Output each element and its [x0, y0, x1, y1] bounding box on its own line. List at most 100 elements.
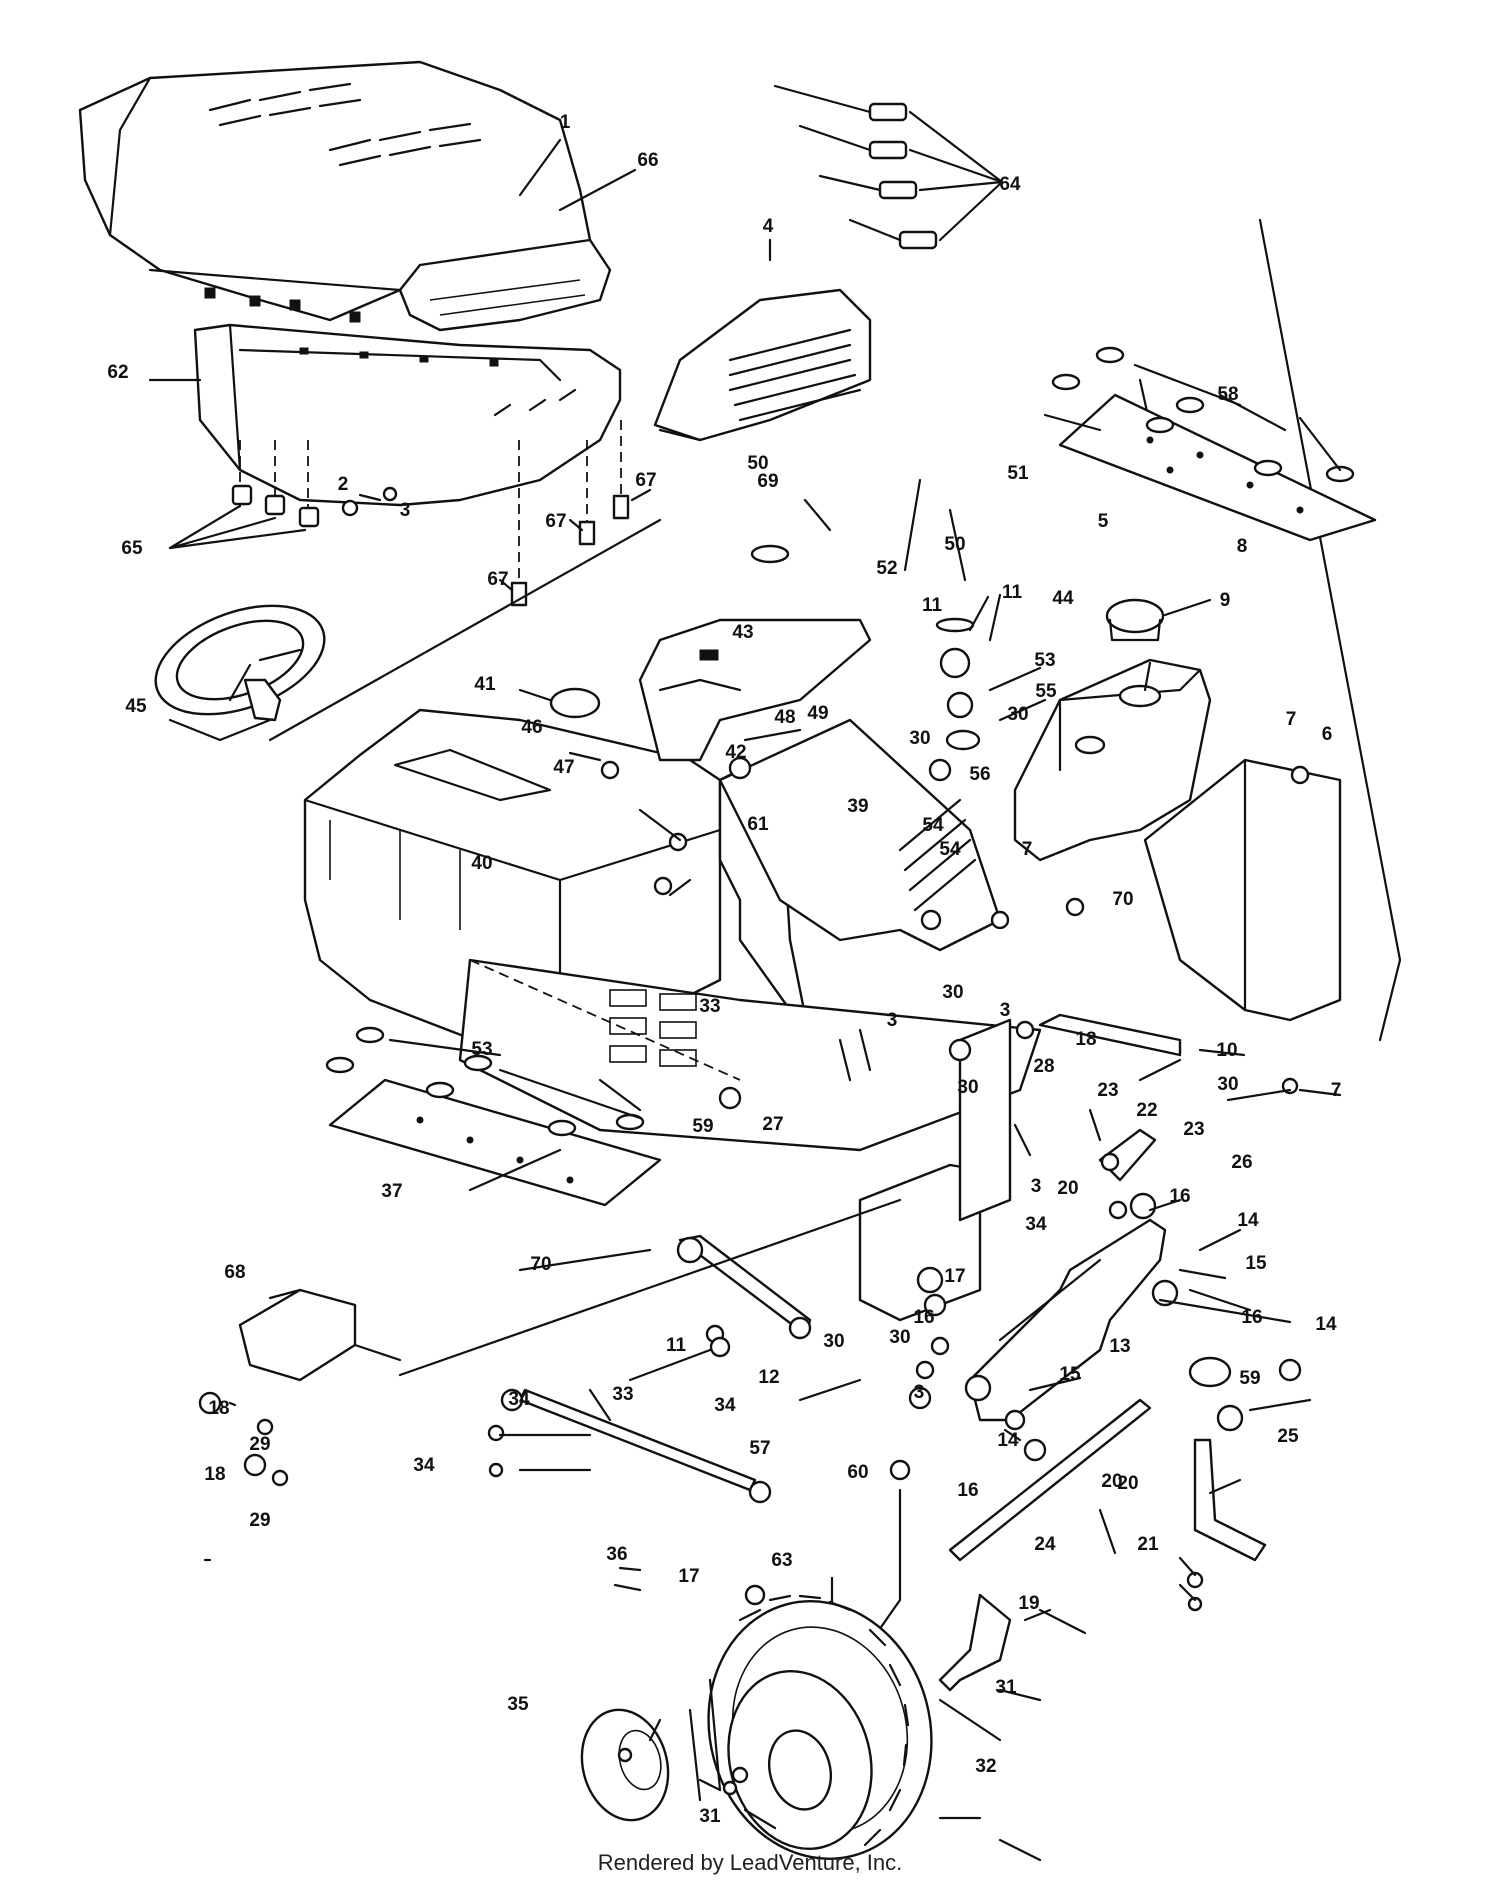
callout-label: 4 [763, 216, 774, 237]
hood [78, 60, 612, 332]
callout-label: 32 [975, 1756, 996, 1777]
leader-lines [148, 138, 1342, 1862]
callout-label: 31 [995, 1677, 1017, 1698]
callout-label: 60 [847, 1462, 868, 1483]
callout-label: 52 [876, 558, 897, 579]
callout-label: 3 [887, 1010, 898, 1031]
callout-label: 22 [1136, 1100, 1157, 1121]
callout-label: 44 [1052, 588, 1074, 609]
front-skirt [193, 323, 622, 507]
callout-label: 8 [1237, 536, 1248, 557]
callout-label: 39 [847, 796, 868, 817]
callout-label: 18 [204, 1464, 225, 1485]
callout-label: 3 [914, 1382, 925, 1403]
tank-tray [1143, 758, 1342, 1022]
callout-label: 45 [125, 696, 147, 717]
axle-24 [948, 1398, 1152, 1562]
fuel-tank [1013, 658, 1212, 862]
callout-label: 28 [1033, 1056, 1054, 1077]
callout-label: 18 [1075, 1029, 1096, 1050]
callout-label: 1 [560, 112, 571, 133]
callout-label: 11 [1002, 582, 1023, 603]
callout-label: 63 [771, 1550, 792, 1571]
pedal-rod-line [398, 1198, 902, 1377]
callout-label: 16 [913, 1307, 934, 1328]
callout-label: 47 [553, 757, 574, 778]
callout-label: 31 [699, 1806, 721, 1827]
callout-label: 14 [1237, 1210, 1259, 1231]
axle-support-13 [968, 1218, 1167, 1422]
fasteners-67 [510, 420, 630, 607]
hub-guides [688, 1678, 722, 1802]
callout-label: 59 [692, 1116, 713, 1137]
callout-label: 67 [487, 569, 508, 590]
clips-65 [168, 440, 320, 550]
callout-label: 30 [823, 1331, 844, 1352]
callout-label: 30 [942, 982, 963, 1003]
callout-label: 7 [1022, 839, 1033, 860]
fuel-cap [1105, 598, 1165, 642]
chassis-frame [303, 618, 1042, 1152]
callout-label: 43 [732, 622, 753, 643]
callout-label: 15 [1245, 1253, 1267, 1274]
callout-label: 17 [678, 1566, 699, 1587]
callout-label: 57 [749, 1438, 770, 1459]
hardware [198, 486, 1310, 1796]
callout-label: 14 [997, 1430, 1019, 1451]
grille [653, 288, 872, 442]
callout-label: 23 [1183, 1119, 1204, 1140]
callout-label: 46 [521, 717, 542, 738]
callout-label: 30 [1217, 1074, 1238, 1095]
callout-label: 49 [807, 703, 828, 724]
callout-label: 6 [1322, 724, 1333, 745]
pivot-arm-10 [1038, 1013, 1182, 1057]
callout-label: 53 [471, 1039, 492, 1060]
callout-label: 24 [1034, 1534, 1056, 1555]
callout-label: 41 [474, 674, 496, 695]
callout-label: 11 [666, 1335, 687, 1356]
callout-label: 40 [471, 853, 492, 874]
callout-label: 70 [530, 1254, 551, 1275]
plate-5 [1058, 393, 1377, 542]
bolts-64 [773, 84, 1004, 250]
callout-label: 11 [922, 595, 943, 616]
hubcap [580, 1708, 670, 1822]
callout-label: 9 [1220, 590, 1231, 611]
callout-label: 7 [1286, 709, 1297, 730]
callout-label: 59 [1239, 1368, 1260, 1389]
callout-label: 56 [969, 764, 990, 785]
callout-label: 25 [1277, 1426, 1299, 1447]
callout-label: 58 [1217, 384, 1238, 405]
callout-label: 21 [1137, 1534, 1159, 1555]
callout-label: 69 [757, 471, 778, 492]
callout-label: 5 [1098, 511, 1109, 532]
front-wheel [707, 1594, 933, 1860]
callout-label: 48 [774, 707, 795, 728]
callout-label: 33 [699, 996, 720, 1017]
callout-label: 65 [121, 538, 143, 559]
callout-label: 30 [909, 728, 930, 749]
drag-link-12 [676, 1234, 812, 1340]
tie-rod-33 [500, 1388, 772, 1504]
callout-label: 64 [999, 174, 1021, 195]
callout-label: 3 [1000, 1000, 1011, 1021]
callout-label: 66 [637, 150, 658, 171]
callout-label: 17 [944, 1266, 965, 1287]
tank-bracket-line [1258, 218, 1402, 962]
callout-label: 3 [400, 500, 411, 521]
callout-label: 67 [635, 470, 656, 491]
callout-label: 50 [747, 453, 768, 474]
callout-label: 55 [1035, 681, 1057, 702]
callout-label: 33 [612, 1384, 633, 1405]
screws-58 [1051, 346, 1355, 483]
callout-label: 42 [725, 742, 746, 763]
spindle-25 [1193, 1438, 1267, 1562]
callout-label: 10 [1216, 1040, 1237, 1061]
callout-label: 53 [1034, 650, 1055, 671]
callout-label: 54 [939, 839, 961, 860]
callout-label: 54 [922, 815, 944, 836]
callout-label: 19 [1018, 1593, 1039, 1614]
